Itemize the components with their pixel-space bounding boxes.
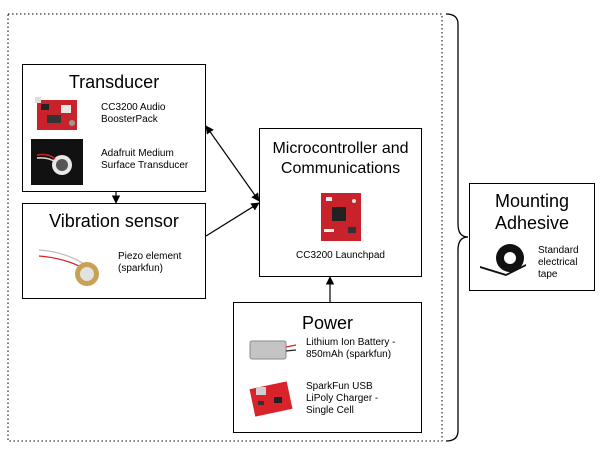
battery-label: Lithium Ion Battery - 850mAh (sparkfun) <box>306 337 396 360</box>
microcontroller-box: Microcontroller and Communications CC320… <box>259 128 422 277</box>
red-launchpad-board-icon <box>321 193 361 241</box>
adafruit-transducer-label: Adafruit Medium Surface Transducer <box>101 148 189 171</box>
charger-board-icon <box>249 381 293 417</box>
arrow-transducer-micro <box>205 125 260 202</box>
arrow-vibration-to-micro <box>205 202 260 237</box>
electrical-tape-icon <box>480 244 526 276</box>
cc3200-audio-label: CC3200 Audio BoosterPack <box>101 102 166 125</box>
piezo-label: Piezo element (sparkfun) <box>118 251 182 274</box>
speaker-transducer-icon <box>31 139 83 185</box>
power-box: Power Lithium Ion Battery - 850mAh (spar… <box>233 302 422 433</box>
transducer-box: Transducer CC3200 Audio BoosterPack Adaf… <box>22 64 206 192</box>
transducer-title: Transducer <box>68 72 160 92</box>
cc3200-launchpad-label: CC3200 Launchpad <box>296 250 385 261</box>
tape-label: Standard electrical tape <box>538 245 579 280</box>
lipo-battery-icon <box>249 340 297 360</box>
red-circuit-board-icon <box>35 97 77 130</box>
piezo-disc-icon <box>38 249 99 286</box>
charger-label: SparkFun USB LiPoly Charger - Single Cel… <box>306 381 379 416</box>
vibration-title: Vibration sensor <box>49 211 179 231</box>
mounting-adhesive-box: Mounting Adhesive Standard electrical ta… <box>469 183 595 291</box>
enclosure-brace <box>445 13 469 442</box>
power-title: Power <box>301 313 354 333</box>
micro-title: Microcontroller and Communications <box>272 140 409 177</box>
system-enclosure-dotted <box>7 13 443 442</box>
adhesive-title: Mounting Adhesive <box>494 191 570 233</box>
vibration-sensor-box: Vibration sensor Piezo element (sparkfun… <box>22 203 206 299</box>
